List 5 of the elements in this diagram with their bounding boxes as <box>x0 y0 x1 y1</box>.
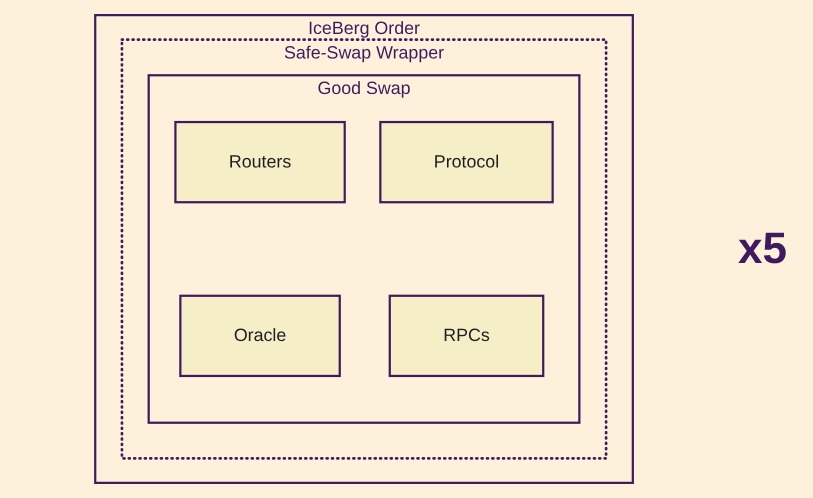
node-box: Protocol <box>379 120 554 204</box>
node-box: Routers <box>174 120 346 204</box>
node-box: Oracle <box>179 294 341 378</box>
multiplier-label: x5 <box>738 224 787 274</box>
node-box: RPCs <box>388 294 544 378</box>
